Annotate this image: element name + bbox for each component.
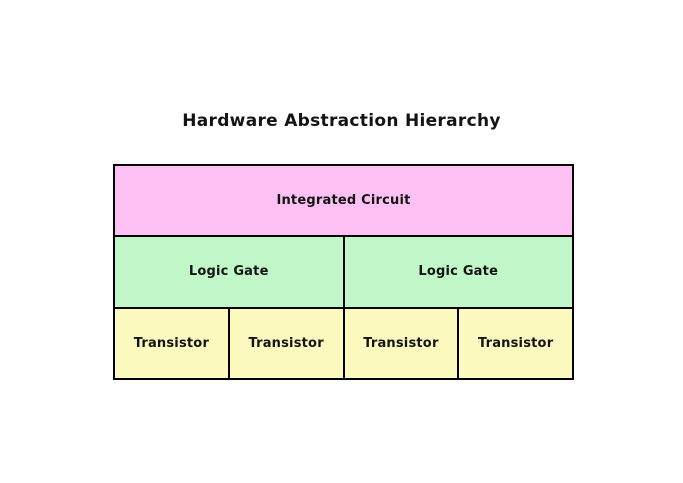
- box-transistor-4: Transistor: [459, 308, 572, 378]
- level-transistor: Transistor Transistor Transistor Transis…: [115, 308, 572, 378]
- hierarchy-stack: Integrated Circuit Logic Gate Logic Gate…: [113, 164, 574, 380]
- box-transistor-2: Transistor: [229, 308, 343, 378]
- box-logic-gate-1: Logic Gate: [115, 237, 343, 307]
- level-integrated-circuit: Integrated Circuit: [115, 166, 572, 236]
- diagram-title: Hardware Abstraction Hierarchy: [182, 111, 501, 131]
- box-integrated-circuit: Integrated Circuit: [115, 166, 572, 236]
- level-logic-gate: Logic Gate Logic Gate: [115, 237, 572, 307]
- box-transistor-3: Transistor: [344, 308, 458, 378]
- box-transistor-1: Transistor: [115, 308, 228, 378]
- box-logic-gate-2: Logic Gate: [344, 237, 572, 307]
